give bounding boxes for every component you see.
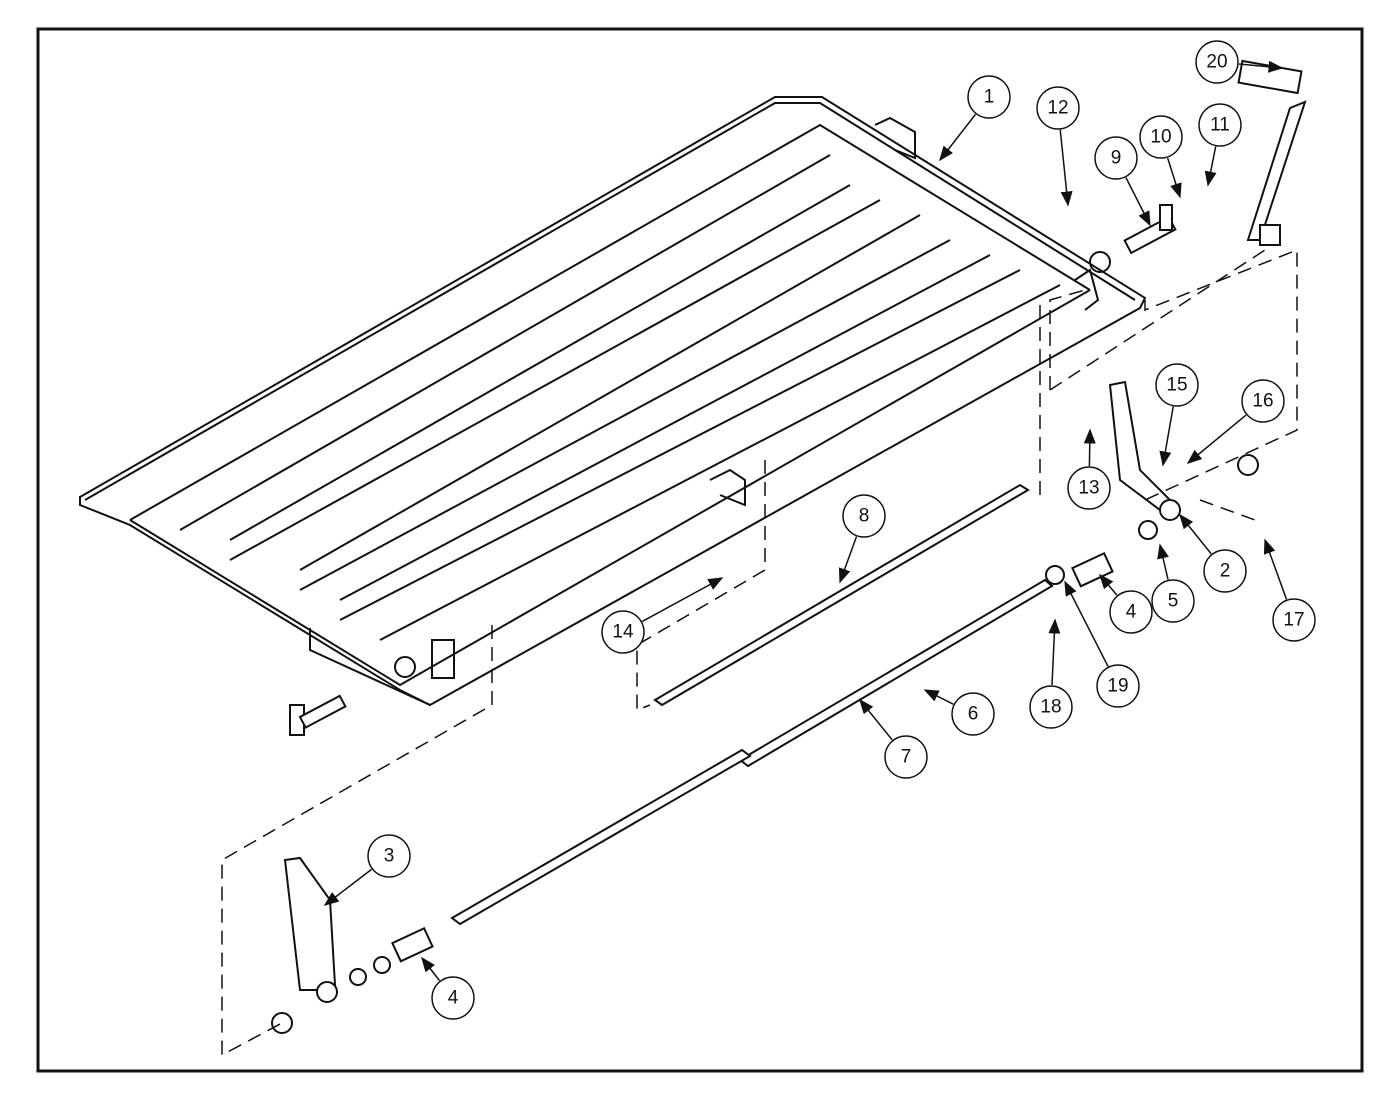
callout-number: 2 [1220,561,1231,582]
callout-number: 8 [859,506,870,527]
callout-14: 14 [601,577,724,654]
callout-number: 16 [1252,391,1273,412]
callout-17: 17 [1263,538,1316,642]
leader-line [1157,543,1169,580]
callout-circle [951,692,995,736]
leader-line [323,868,372,906]
callout-circle [1094,136,1138,180]
leader-line [1083,428,1096,467]
callout-group: 1 12 9 10 11 20 15 16 13 2 5 4 17 8 14 19 18 6 7 3 4 [323,40,1316,1020]
callout-circle [367,834,411,878]
callout-circle [601,610,645,654]
callout-number: 1 [984,87,995,108]
leader-line [1263,538,1288,600]
leader-line [1204,146,1217,187]
leader-line [1048,618,1061,686]
callout-number: 6 [968,704,979,725]
leader-line [641,577,724,623]
callout-circle [1139,115,1183,159]
callout-circle [1109,590,1153,634]
callout-number: 15 [1166,375,1187,396]
callout-circle [431,976,475,1020]
callout-number: 7 [901,747,912,768]
callout-number: 18 [1040,697,1061,718]
leader-line [1186,414,1247,464]
callout-circle [884,735,928,779]
leader-line [939,113,977,162]
leader-line [1064,580,1109,667]
callout-9: 9 [1094,136,1151,227]
callout-number: 9 [1111,148,1122,169]
callout-circle [1198,103,1242,147]
callout-16: 16 [1186,379,1285,464]
callout-circle [1151,579,1195,623]
leader-line [1099,573,1118,596]
parts [271,59,1307,1034]
leader-line [1125,177,1151,227]
leader-line [1159,406,1174,467]
callout-5: 5 [1151,543,1195,623]
frame-border [36,27,1364,1073]
callout-number: 13 [1078,478,1099,499]
leader-line [859,698,893,741]
callout-circle [1029,685,1073,729]
leader-line [1059,129,1073,207]
callout-15: 15 [1155,363,1199,467]
callout-number: 17 [1283,610,1304,631]
callout-number: 5 [1168,591,1179,612]
callout-1: 1 [939,75,1011,162]
callout-number: 4 [448,988,459,1009]
callout-circle [1096,664,1140,708]
callout-8: 8 [838,494,886,584]
callout-circle [1195,40,1239,84]
callout-number: 10 [1150,127,1171,148]
callout-number: 14 [612,622,634,643]
callout-20: 20 [1195,40,1284,84]
callout-circle [1036,86,1080,130]
callout-18: 18 [1029,618,1073,729]
callout-3: 3 [323,834,411,906]
callout-19: 19 [1064,580,1140,708]
dashed-guides [221,248,1298,1057]
leader-line [923,689,954,705]
callout-circle [967,75,1011,119]
callout-6: 6 [923,689,995,736]
leader-line [1166,157,1182,199]
ramp-tray [79,96,1147,707]
leader-line [1238,60,1284,73]
callout-number: 4 [1126,602,1137,623]
callout-number: 20 [1206,52,1227,73]
callout-number: 3 [384,846,395,867]
leader-line [1179,513,1212,555]
callout-number: 19 [1107,676,1128,697]
callout-11: 11 [1198,103,1242,187]
callout-10: 10 [1139,115,1183,199]
callout-number: 11 [1210,115,1230,136]
callout-2: 2 [1179,513,1247,593]
callout-circle [1241,379,1285,423]
callout-circle [1272,598,1316,642]
callout-number: 12 [1047,98,1068,119]
callout-4: 4 [421,956,475,1020]
callout-7: 7 [859,698,928,779]
callout-circle [1155,363,1199,407]
callout-circle [1203,549,1247,593]
callout-12: 12 [1036,86,1080,207]
callout-circle [1067,466,1111,510]
callout-circle [842,494,886,538]
callout-4: 4 [1099,573,1153,634]
callout-13: 13 [1067,428,1111,510]
leader-line [838,536,858,584]
leader-line [421,956,441,982]
